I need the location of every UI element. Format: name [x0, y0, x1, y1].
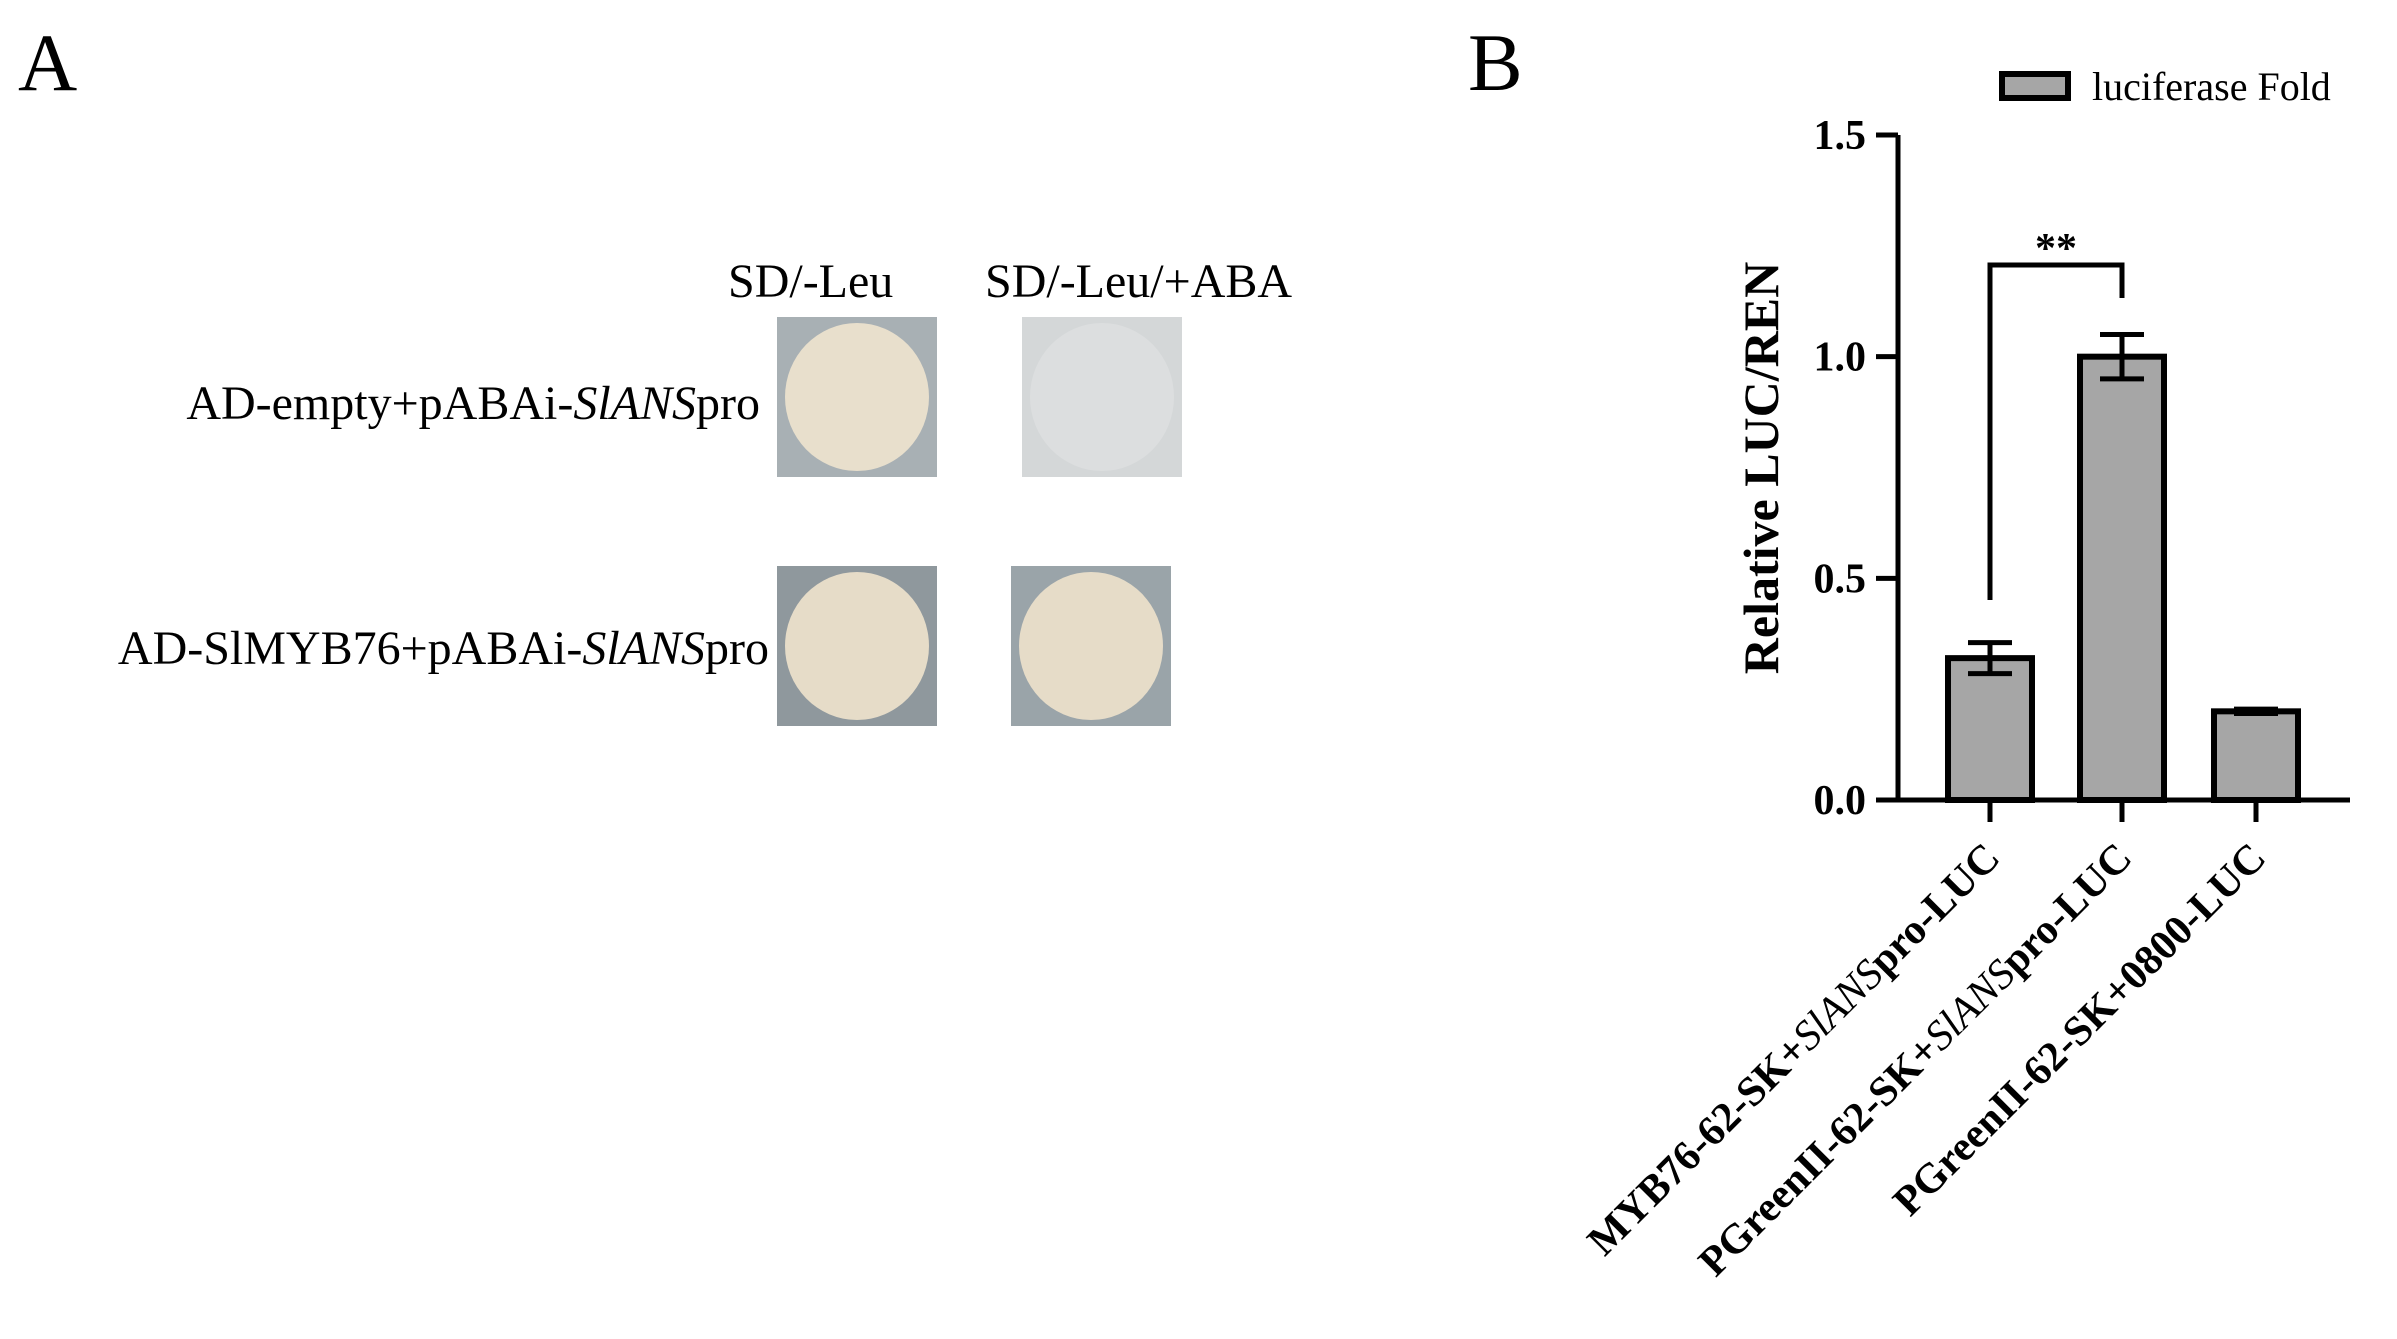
x-categories: MYB76-62-SK+SlANSpro-LUCPGreenII-62-SK+S… — [1579, 835, 2275, 1286]
y-tick-label: 1.5 — [1814, 113, 1867, 159]
colony — [1030, 323, 1174, 471]
panel-a-letter: A — [18, 17, 78, 108]
bar — [2211, 708, 2301, 803]
yeast-spot-empty-sd-leu-aba — [1022, 317, 1182, 477]
yeast-spot-slmyb76-sd-leu-aba — [1011, 566, 1171, 726]
row-label-prefix: AD-empty+pABAi- — [186, 377, 574, 430]
colony — [785, 323, 929, 471]
colony — [1019, 572, 1163, 720]
y-tick-label: 1.0 — [1814, 335, 1867, 381]
yeast-spot-empty-sd-leu — [777, 317, 937, 477]
y-ticks: 0.0 0.5 1.0 1.5 — [1814, 113, 1898, 824]
significance-bracket — [1987, 262, 2125, 600]
significance-annotations: ** — [1987, 226, 2125, 600]
row-label-italic: SlANS — [573, 377, 697, 430]
bars — [1945, 332, 2301, 822]
y-tick-label: 0.5 — [1814, 556, 1867, 602]
row-label-ad-slmyb76: AD-SlMYB76+pABAi-SlANSpro — [118, 625, 769, 673]
colony — [785, 572, 929, 720]
y-tick-label: 0.0 — [1814, 778, 1867, 824]
column-header-sd-leu-aba: SD/-Leu/+ABA — [985, 255, 1293, 308]
row-label-ad-empty: AD-empty+pABAi-SlANSpro — [186, 380, 760, 428]
row-label-suffix: pro — [696, 377, 760, 430]
yeast-spot-slmyb76-sd-leu — [777, 566, 937, 726]
bar — [2077, 353, 2167, 803]
legend-label: luciferase Fold — [2092, 64, 2331, 109]
bar — [1945, 655, 2035, 804]
row-label-suffix: pro — [705, 622, 769, 675]
panel-b-letter: B — [1468, 17, 1523, 108]
y-axis-title: Relative LUC/REN — [1733, 262, 1789, 674]
significance-label: ** — [2035, 226, 2077, 272]
row-label-italic: SlANS — [582, 622, 706, 675]
legend-swatch — [1999, 71, 2071, 101]
row-label-prefix: AD-SlMYB76+pABAi- — [117, 622, 583, 675]
column-header-sd-leu: SD/-Leu — [728, 255, 894, 308]
